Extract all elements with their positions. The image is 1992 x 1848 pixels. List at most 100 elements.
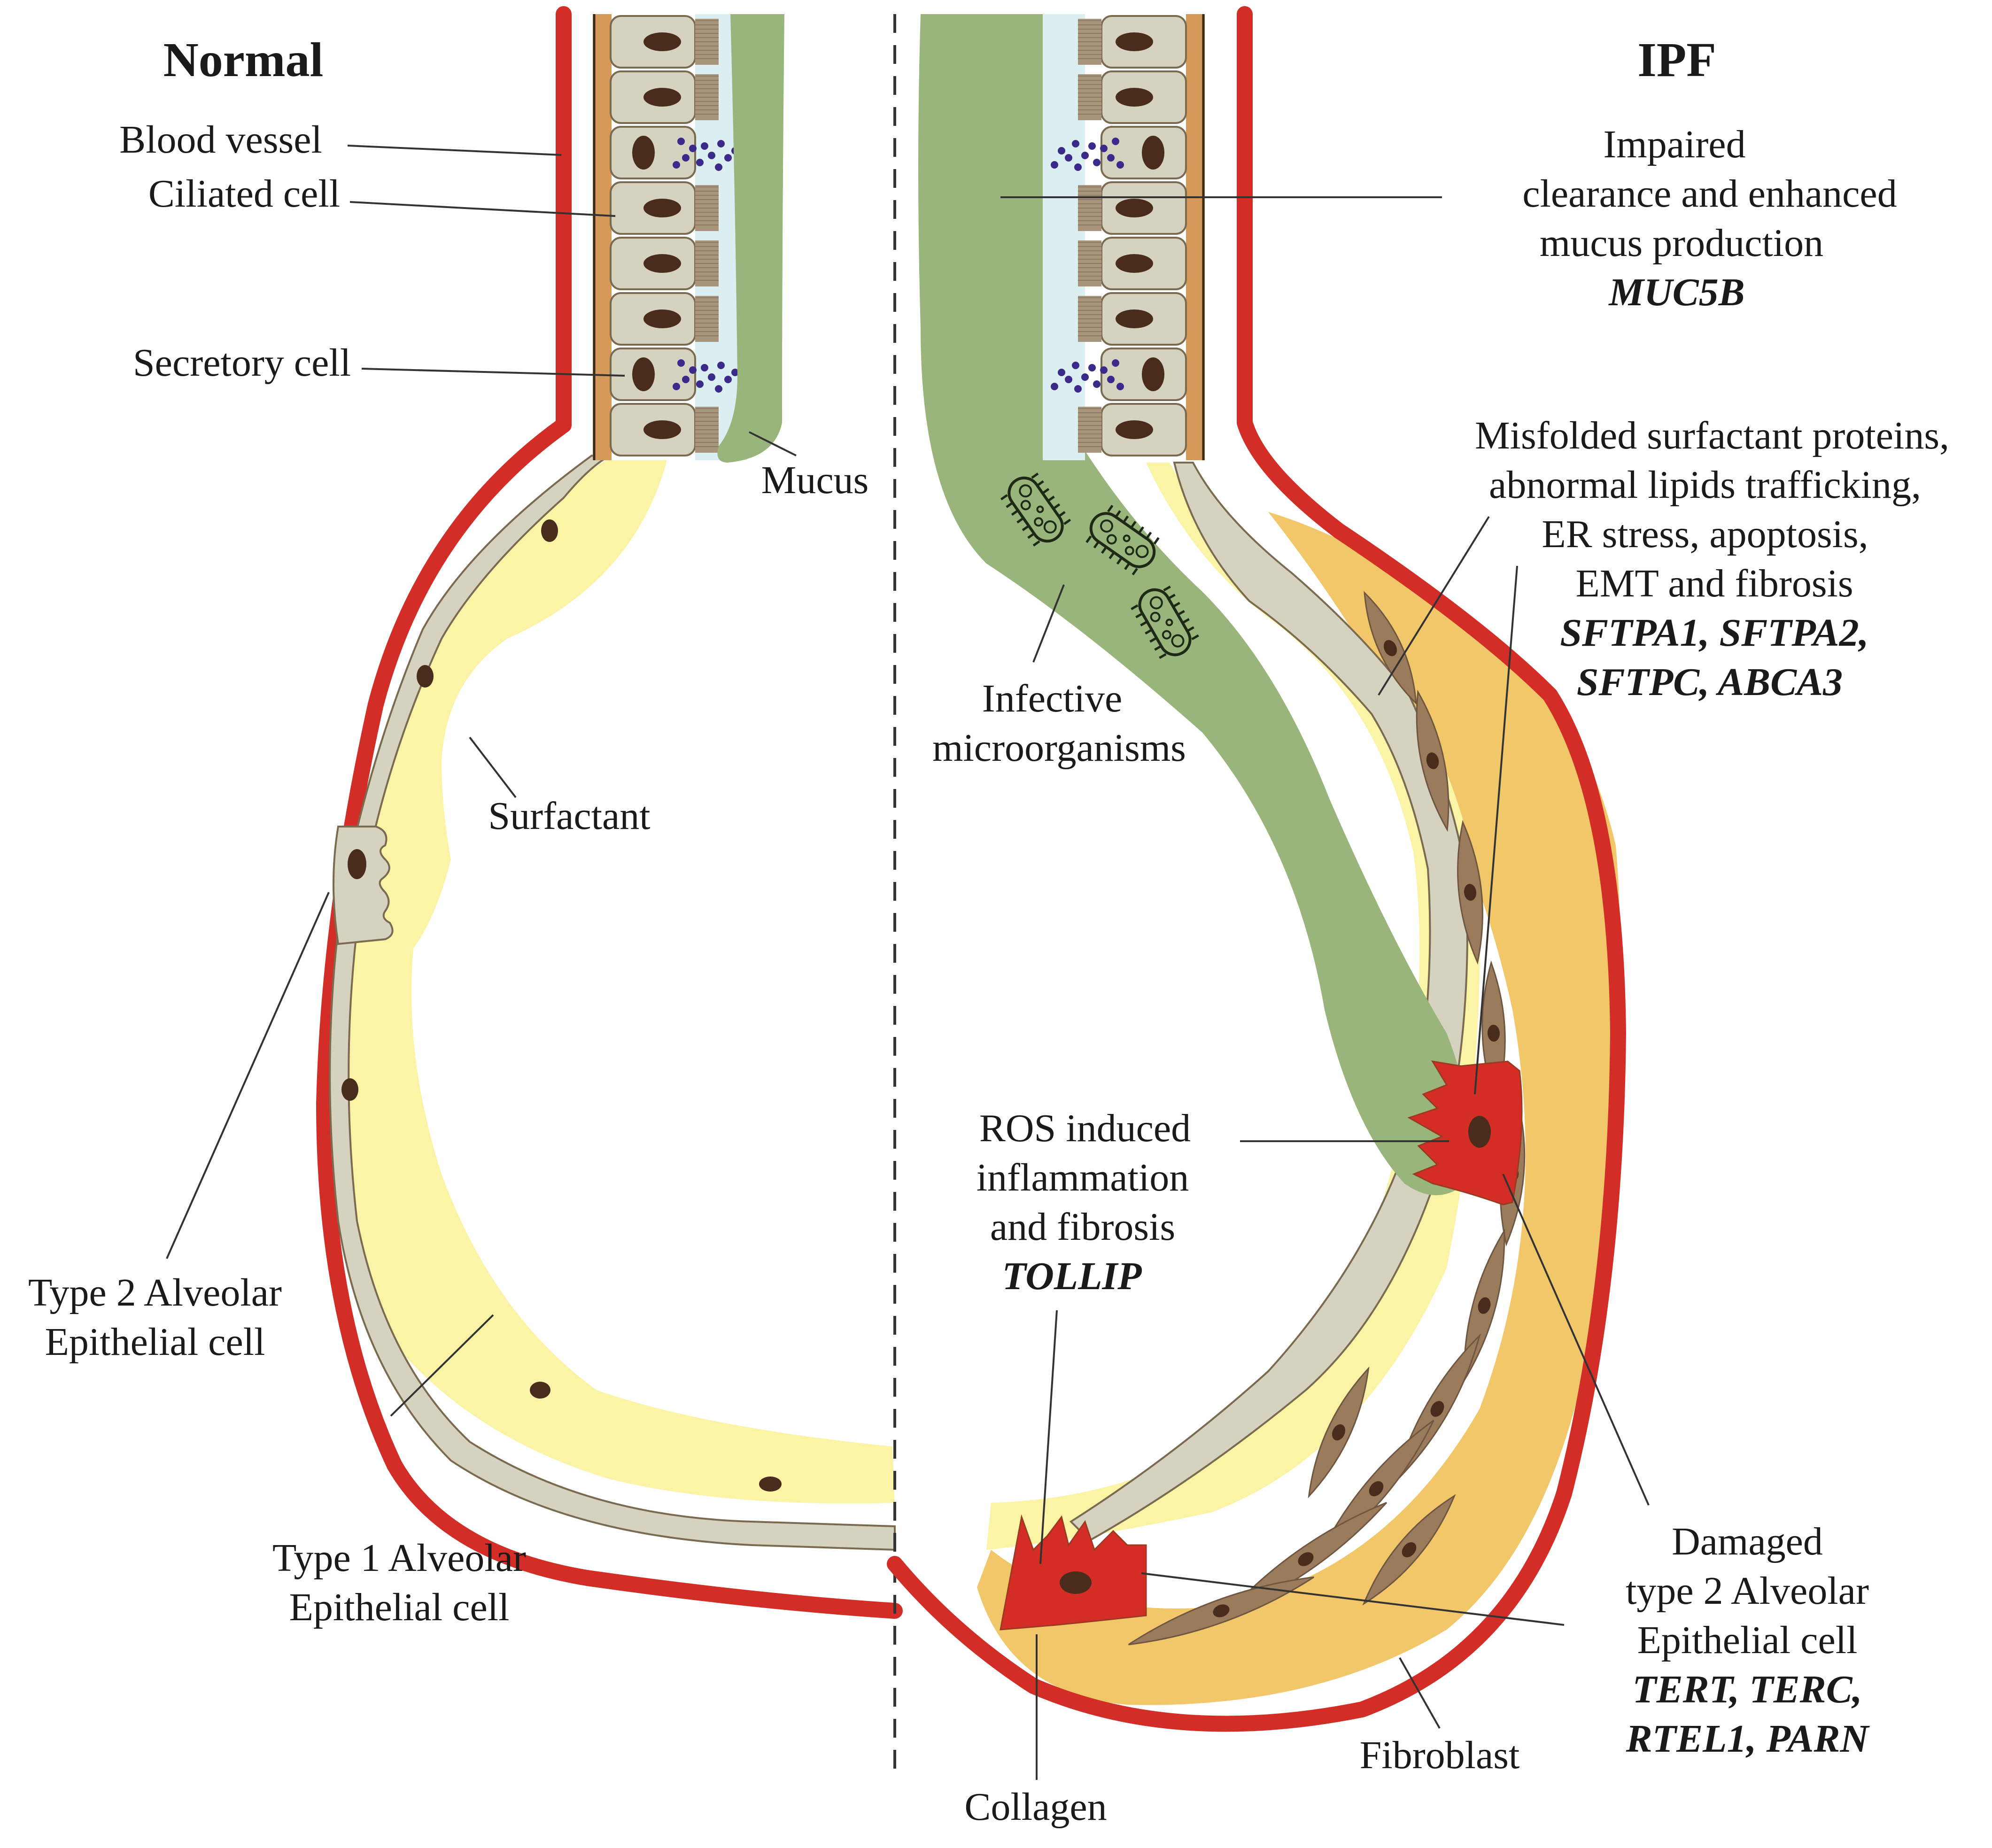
nucleus	[1478, 1297, 1491, 1314]
fibroblast-cell	[1416, 689, 1449, 832]
nucleus	[759, 1477, 782, 1492]
label-type1-line2: Epithelial cell	[289, 1585, 510, 1629]
ipf-airway-epithelium	[1043, 14, 1205, 460]
nucleus	[643, 199, 681, 217]
ipf-title: IPF	[1637, 33, 1716, 87]
cilia	[695, 240, 719, 286]
cilia	[1078, 407, 1101, 453]
label-surfactant-dysfunction-line1: Misfolded surfactant proteins,	[1475, 414, 1949, 457]
cilia	[695, 19, 719, 65]
nucleus	[643, 309, 681, 328]
nucleus	[643, 254, 681, 273]
cilia	[1078, 19, 1101, 65]
nucleus	[1116, 88, 1153, 107]
nucleus	[1332, 1424, 1346, 1441]
label-infective-line2: microorganisms	[932, 726, 1186, 770]
leader-damaged-at2-a	[1502, 1174, 1650, 1506]
ciliated-cell	[610, 70, 719, 124]
nucleus	[643, 420, 681, 439]
cilia	[1078, 240, 1101, 286]
label-secretory-cell: Secretory cell	[133, 341, 351, 385]
nucleus	[1298, 1552, 1314, 1566]
ciliated-cell	[1078, 181, 1187, 235]
cilia	[1078, 296, 1101, 342]
label-damaged-at2-line1: Damaged	[1672, 1520, 1823, 1563]
secretory-cell	[1051, 126, 1187, 179]
cilia	[695, 74, 719, 120]
normal-title: Normal	[163, 33, 324, 87]
nucleus	[1383, 640, 1397, 657]
microorganism-icon	[1000, 472, 1071, 547]
ciliated-cell	[1078, 70, 1187, 124]
fibroblast-cell	[1128, 1576, 1315, 1646]
leader-type2	[166, 892, 330, 1259]
ciliated-cell	[1078, 403, 1187, 456]
nucleus	[1116, 309, 1153, 328]
nucleus	[541, 519, 558, 542]
leader-secretory-cell	[361, 368, 625, 377]
cilia	[695, 185, 719, 231]
nucleus	[1369, 1481, 1384, 1497]
leader-damaged-at2-b	[1141, 1572, 1565, 1626]
nucleus	[643, 88, 681, 107]
nucleus	[1402, 1542, 1417, 1558]
label-ros-line1: ROS induced	[979, 1106, 1191, 1150]
normal-mucus	[717, 14, 784, 463]
nucleus	[530, 1382, 550, 1399]
ciliated-cell	[1078, 292, 1187, 346]
nucleus	[1116, 199, 1153, 217]
label-ros-line3: and fibrosis	[990, 1205, 1175, 1249]
leader-ros-lower	[1039, 1310, 1058, 1564]
leader-type1	[390, 1314, 494, 1417]
nucleus	[1142, 357, 1164, 391]
nucleus	[1213, 1604, 1230, 1617]
leader-surfactant-dysfunction	[1378, 516, 1490, 696]
gene-sftpc-abca3: SFTPC, ABCA3	[1577, 660, 1843, 704]
secretory-cell	[610, 126, 746, 179]
label-infective-line1: Infective	[982, 677, 1122, 720]
leader-infective	[1032, 584, 1065, 663]
nucleus	[1426, 752, 1439, 769]
label-mucus: Mucus	[761, 458, 869, 502]
label-blood-vessel: Blood vessel	[119, 118, 322, 162]
ciliated-cell	[610, 403, 719, 456]
leader-fibroblast	[1399, 1657, 1441, 1729]
nucleus	[1116, 420, 1153, 439]
secretory-granules	[1051, 138, 1124, 171]
ciliated-cell	[610, 181, 719, 235]
normal-panel: Normal Blood vessel Ciliated cell Secret…	[28, 6, 903, 1629]
ipf-blood-vessel	[887, 6, 1626, 1732]
secretory-cell	[1051, 348, 1187, 401]
nucleus	[643, 32, 681, 51]
label-surfactant: Surfactant	[488, 794, 650, 838]
nucleus	[1464, 884, 1477, 901]
label-damaged-at2-line3: Epithelial cell	[1637, 1618, 1858, 1662]
cilia	[695, 296, 719, 342]
gene-tert-terc: TERT, TERC,	[1632, 1668, 1862, 1711]
nucleus	[1116, 254, 1153, 273]
leader-blood-vessel	[347, 145, 562, 156]
normal-blood-vessel	[316, 6, 903, 1619]
label-surfactant-dysfunction-line2: abnormal lipids trafficking,	[1489, 463, 1921, 507]
gene-tollip: TOLLIP	[1002, 1254, 1142, 1298]
nucleus	[1487, 1025, 1500, 1042]
label-mucus-production-line2: clearance and enhanced	[1522, 172, 1897, 216]
nucleus	[1142, 136, 1164, 170]
ciliated-cell	[610, 292, 719, 346]
damaged-at2-cell-upper	[1407, 1060, 1523, 1206]
ciliated-cell	[1078, 237, 1187, 290]
fibroblast-cell	[1308, 1366, 1370, 1499]
leader-mucus	[749, 431, 797, 456]
cilia	[1078, 185, 1101, 231]
gene-muc5b: MUC5B	[1608, 271, 1744, 314]
fibroblast-cell	[1457, 820, 1483, 965]
damaged-at2-cell-lower	[1000, 1514, 1147, 1631]
fibroblast-cell	[1362, 1494, 1456, 1606]
secretory-granules	[1051, 359, 1124, 393]
microorganism-icon	[1085, 504, 1160, 576]
label-ciliated-cell: Ciliated cell	[148, 172, 340, 216]
nucleus	[1116, 32, 1153, 51]
nucleus	[1468, 1116, 1491, 1148]
infective-microorganisms	[1000, 472, 1199, 659]
nucleus	[1060, 1571, 1092, 1594]
